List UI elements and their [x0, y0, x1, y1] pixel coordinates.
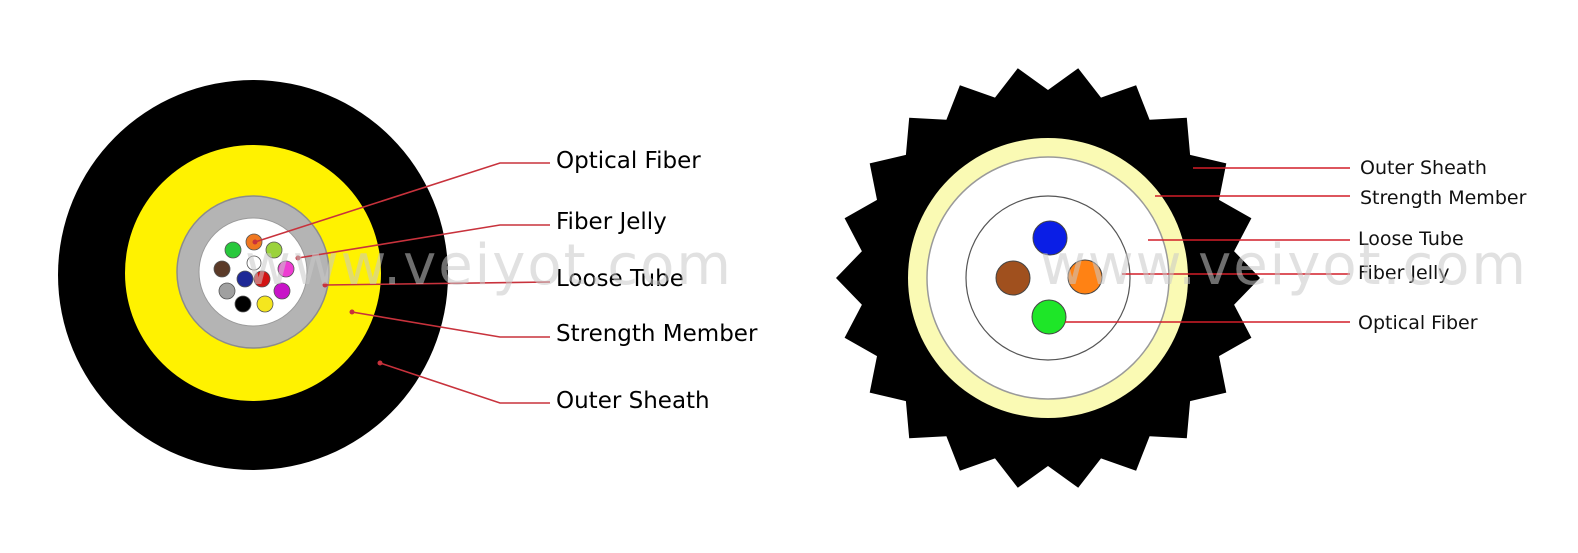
leader-dot — [295, 255, 301, 261]
right-cable-diagram — [836, 68, 1260, 488]
left-fiber — [265, 241, 283, 259]
right-leader-lines — [1065, 167, 1350, 323]
label-optical-fiber-right: Optical Fiber — [1358, 312, 1478, 334]
leader-loose-tube — [324, 281, 551, 286]
leader-dot — [322, 282, 328, 288]
left-fiber — [253, 270, 271, 288]
leader-fiber-jelly — [297, 224, 550, 259]
right-fiber-jelly — [965, 195, 1131, 361]
right-fiber-green — [1031, 299, 1067, 335]
label-loose-tube: Loose Tube — [556, 266, 684, 292]
left-optical-fibers — [213, 233, 295, 313]
label-strength-member: Strength Member — [556, 321, 758, 347]
leader-outer-sheath — [379, 362, 550, 404]
left-labels: Optical Fiber Fiber Jelly Loose Tube Str… — [556, 148, 758, 414]
right-labels: Outer Sheath Strength Member Loose Tube … — [1358, 157, 1527, 334]
left-fiber — [273, 282, 291, 300]
label-strength-member-right: Strength Member — [1360, 187, 1527, 209]
left-fiber — [246, 255, 262, 271]
left-fiber — [277, 260, 295, 278]
leader-optical-fiber — [254, 162, 550, 243]
left-cable-diagram — [58, 80, 448, 470]
watermark-right: www.veiyot.com — [1040, 233, 1528, 298]
leader-strength-member — [351, 311, 550, 338]
left-fiber — [256, 295, 274, 313]
left-fiber — [218, 282, 236, 300]
right-fiber-brown — [995, 260, 1031, 296]
watermark-left: www.veiyot.com — [245, 233, 733, 298]
left-fiber — [224, 241, 242, 259]
leader-dot — [252, 239, 258, 245]
left-leader-lines — [252, 162, 551, 404]
label-optical-fiber: Optical Fiber — [556, 148, 701, 174]
label-fiber-jelly: Fiber Jelly — [556, 209, 667, 235]
left-fiber — [236, 270, 254, 288]
leader-dot — [349, 309, 355, 315]
label-outer-sheath: Outer Sheath — [556, 388, 710, 414]
leader-dot — [377, 360, 383, 366]
label-loose-tube-right: Loose Tube — [1358, 228, 1464, 250]
left-fiber — [213, 260, 231, 278]
label-fiber-jelly-right: Fiber Jelly — [1358, 262, 1450, 284]
label-outer-sheath-right: Outer Sheath — [1360, 157, 1487, 179]
right-fiber-blue — [1032, 220, 1068, 256]
left-fiber — [234, 295, 252, 313]
right-fiber-orange — [1067, 259, 1103, 295]
